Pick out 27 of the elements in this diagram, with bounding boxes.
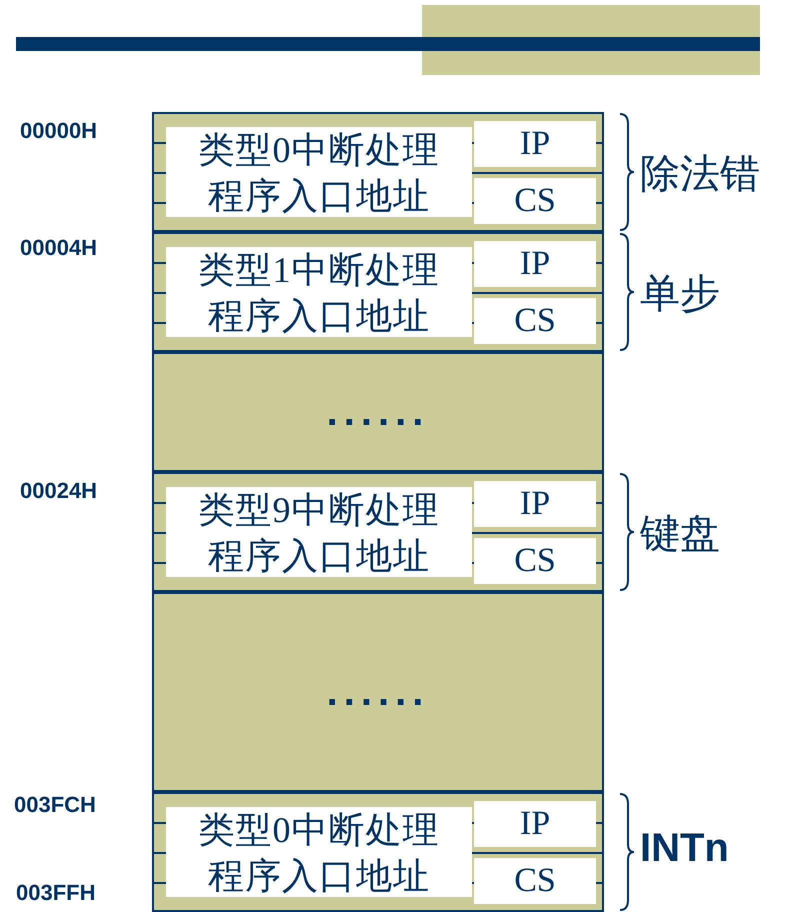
memory-gap: ...... — [152, 592, 604, 792]
register-field: IP — [474, 241, 596, 287]
memory-gap: ...... — [152, 352, 604, 472]
entry-text: 类型9中断处理程序入口地址 — [166, 487, 472, 577]
address-label: 003FCH — [14, 792, 96, 818]
address-label: 00024H — [20, 478, 98, 504]
entry-text: 类型0中断处理程序入口地址 — [166, 127, 472, 217]
vector-entry — [152, 472, 604, 592]
entry-text: 类型0中断处理程序入口地址 — [166, 807, 472, 897]
register-field: CS — [474, 298, 596, 344]
vector-entry — [152, 112, 604, 232]
entry-text: 类型1中断处理程序入口地址 — [166, 247, 472, 337]
vector-entry — [152, 232, 604, 352]
register-field: IP — [474, 801, 596, 847]
address-label: 00000H — [20, 118, 98, 144]
register-field: CS — [474, 538, 596, 584]
register-field: CS — [474, 858, 596, 904]
address-label: 003FFH — [16, 880, 96, 906]
brace-label: 键盘 — [640, 510, 720, 559]
brace-label: INTn — [640, 826, 729, 871]
address-label: 00004H — [20, 235, 98, 261]
register-field: CS — [474, 178, 596, 224]
vector-entry — [152, 792, 604, 912]
brace-label: 除法错 — [640, 150, 760, 199]
brace-label: 单步 — [640, 270, 720, 319]
register-field: IP — [474, 481, 596, 527]
register-field: IP — [474, 121, 596, 167]
